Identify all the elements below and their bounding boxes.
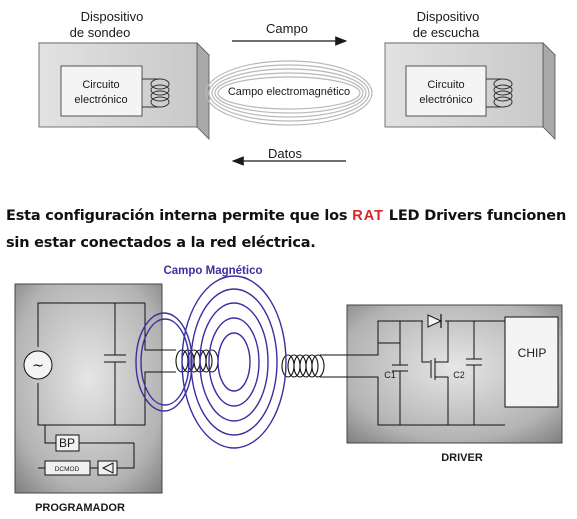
data-label: Datos xyxy=(268,146,302,161)
diode-icon xyxy=(427,314,443,328)
driver-coil-icon xyxy=(281,354,325,378)
caption-after: LED Drivers funcionen sin estar conectad… xyxy=(6,208,567,251)
listen-device xyxy=(384,42,556,140)
circuit-left-label-2: electrónico xyxy=(74,94,127,106)
listen-device-label-1: Dispositivo xyxy=(417,9,480,24)
programmer-panel: ~ xyxy=(14,283,176,494)
em-label: Campo electromagnético xyxy=(228,86,350,98)
brand-logo: RAT xyxy=(352,208,384,224)
probe-device xyxy=(38,42,210,140)
chip-label: CHIP xyxy=(518,346,547,360)
field-label: Campo xyxy=(266,21,308,36)
dcmod-label: DCMOD xyxy=(55,466,80,473)
bp-label: BP xyxy=(59,436,75,450)
caption-before: Esta configuración interna permite que l… xyxy=(6,208,353,224)
ac-source-icon xyxy=(23,350,53,380)
c2-label: C2 xyxy=(453,370,465,380)
circuit-right-label-2: electrónico xyxy=(419,94,472,106)
driver-panel xyxy=(320,304,563,444)
bp-block xyxy=(55,434,80,452)
em-field-rings xyxy=(205,60,373,126)
programmer-label: PROGRAMADOR xyxy=(35,502,125,514)
probe-device-label-2: de sondeo xyxy=(70,25,131,40)
coil-icon xyxy=(486,78,513,108)
circuit-right-label-1: Circuito xyxy=(427,79,464,91)
probe-device-label-1: Dispositivo xyxy=(81,9,144,24)
magnetic-field-lines xyxy=(135,275,287,449)
amplifier-block xyxy=(97,460,118,476)
magnetic-field-label: Campo Magnético xyxy=(163,265,262,277)
svg-text:~: ~ xyxy=(32,358,44,374)
dcmod-block xyxy=(44,460,91,476)
coil-icon xyxy=(142,78,170,108)
caption: Esta configuración interna permite que l… xyxy=(6,203,574,257)
chip-block xyxy=(504,316,559,408)
c1-label: C1 xyxy=(384,370,396,380)
listen-device-label-2: de escucha xyxy=(413,25,480,40)
amplifier-icon xyxy=(101,462,114,474)
circuit-left-label-1: Circuito xyxy=(82,79,119,91)
driver-label: DRIVER xyxy=(441,452,483,464)
